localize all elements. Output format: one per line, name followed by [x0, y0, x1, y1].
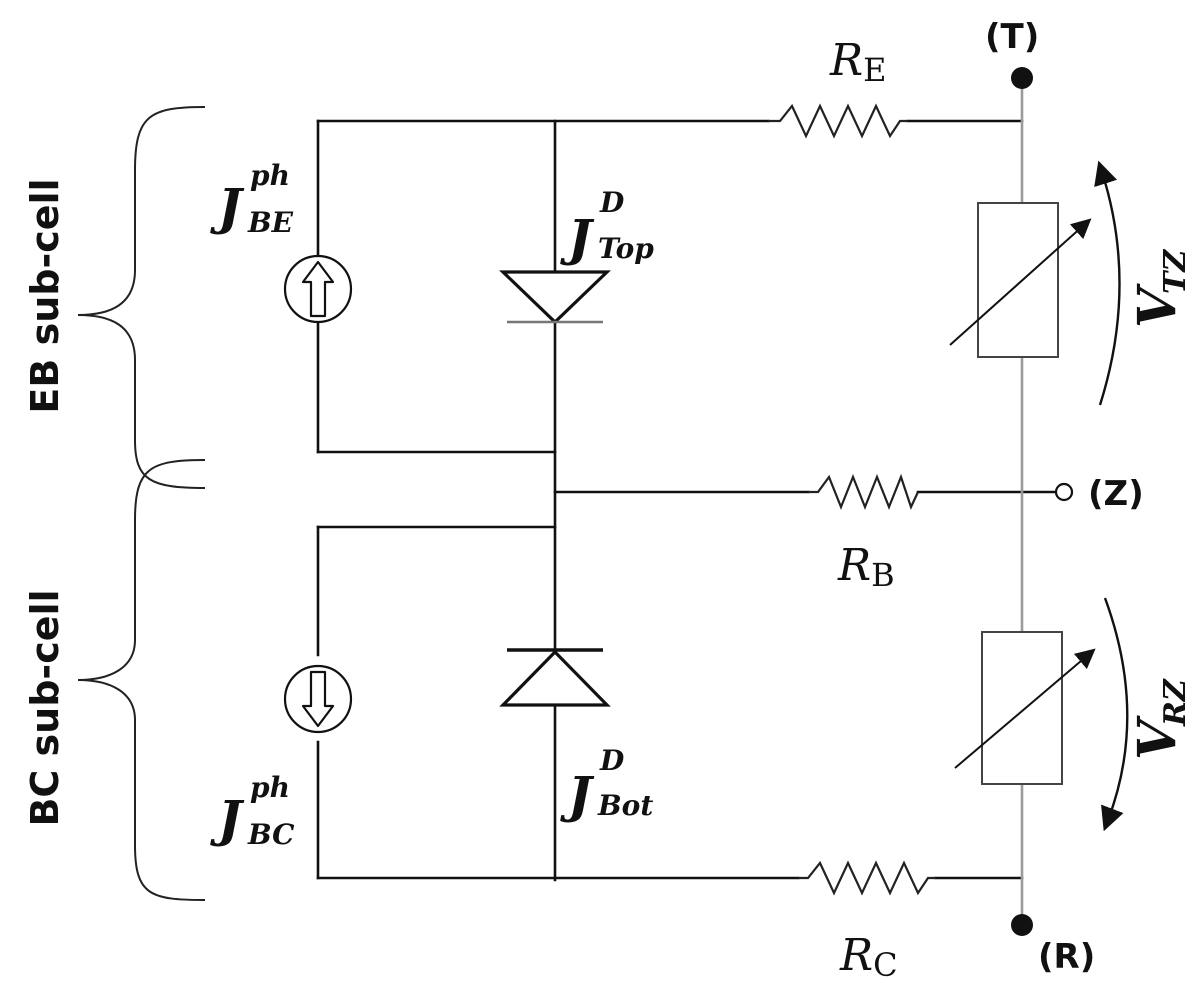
terminal-r-dot[interactable] [1011, 914, 1033, 936]
voltage-tz-label: V TZ [1127, 249, 1193, 328]
bc-sub-cell-label: BC sub-cell [23, 589, 67, 826]
terminal-z-label: (Z) [1088, 474, 1144, 514]
down-arrow-icon [301, 670, 335, 728]
source-upper-label: J ph BE [210, 159, 294, 239]
resistor-rb-label: RB [837, 540, 895, 594]
terminal-t-dot[interactable] [1011, 67, 1033, 89]
svg-text:J: J [210, 789, 245, 848]
voltage-arc-rz [1101, 597, 1129, 832]
diode-top [499, 270, 611, 325]
up-arrow-icon [301, 260, 335, 318]
current-source-lower [283, 664, 353, 734]
svg-text:BE: BE [247, 206, 294, 239]
eb-sub-cell-label: EB sub-cell [23, 178, 67, 413]
current-source-upper [283, 254, 353, 324]
svg-text:ph: ph [250, 159, 290, 192]
svg-text:ph: ph [250, 771, 290, 804]
svg-text:TZ: TZ [1158, 249, 1193, 294]
svg-text:RZ: RZ [1158, 678, 1193, 727]
variable-resistor-bottom [954, 631, 1096, 785]
diode-bottom [499, 648, 611, 707]
eb-brace [77, 106, 206, 489]
top-loop-wires [316, 119, 1024, 882]
svg-text:BC: BC [247, 818, 295, 851]
terminal-r-label: (R) [1038, 937, 1095, 977]
variable-resistor-top [949, 202, 1092, 358]
diode-bottom-label: J D Bot [560, 744, 653, 824]
svg-text:D: D [599, 186, 625, 219]
svg-text:V: V [1127, 715, 1188, 760]
resistor-rc-label: RC [839, 930, 898, 984]
voltage-rz-label: V RZ [1127, 678, 1193, 760]
terminal-z-dot[interactable] [1054, 482, 1074, 502]
diode-top-label: J D Top [560, 186, 654, 267]
svg-text:J: J [560, 208, 595, 267]
resistor-re-label: RE [829, 35, 887, 89]
svg-text:Bot: Bot [597, 789, 653, 822]
bottom-loop-wires [316, 525, 1024, 880]
bc-brace [77, 459, 206, 901]
svg-text:J: J [210, 177, 245, 236]
svg-text:V: V [1127, 283, 1188, 328]
terminal-t-label: (T) [985, 17, 1039, 57]
svg-text:D: D [599, 744, 625, 777]
resistor-rb [808, 473, 919, 510]
resistor-re [768, 103, 908, 139]
voltage-arc-tz [1094, 160, 1121, 406]
svg-text:J: J [560, 765, 595, 824]
source-lower-label: J ph BC [210, 771, 295, 851]
resistor-rc [798, 860, 936, 896]
svg-text:Top: Top [598, 232, 654, 265]
